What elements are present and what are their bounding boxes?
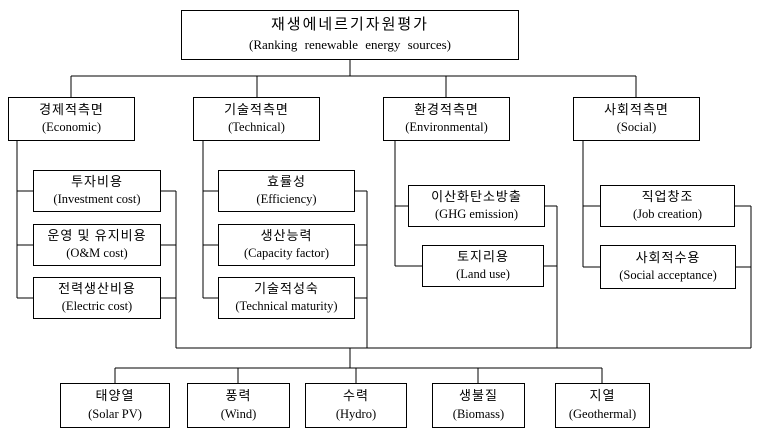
alternative-geothermal-box: 지열 (Geothermal) <box>555 383 650 428</box>
alternative-hydro-box: 수력 (Hydro) <box>305 383 407 428</box>
label-en: (Job creation) <box>632 207 703 222</box>
subcriterion-ghg-emission-box: 이산화탄소방출 (GHG emission) <box>408 185 545 227</box>
label-ko: 사회적측면 <box>604 101 669 117</box>
label-ko: 환경적측면 <box>414 101 479 117</box>
alternative-solar-pv-box: 태양열 (Solar PV) <box>60 383 170 428</box>
alternative-biomass-box: 생불질 (Biomass) <box>432 383 525 428</box>
label-ko: 효률성 <box>267 173 306 189</box>
label-ko: 토지리용 <box>457 248 509 264</box>
subcriterion-capacity-factor-box: 생산능력 (Capacity factor) <box>218 224 355 266</box>
label-en: (Investment cost) <box>53 192 141 207</box>
label-en: (Economic) <box>41 120 101 135</box>
subcriterion-electric-cost-box: 전력생산비용 (Electric cost) <box>33 277 161 319</box>
label-ko: 재생에네르기자원평가 <box>270 17 429 34</box>
criterion-social-box: 사회적측면 (Social) <box>573 97 700 141</box>
label-en: (GHG emission) <box>435 207 518 222</box>
root-goal-box: 재생에네르기자원평가 (Ranking renewable energy sou… <box>181 10 519 60</box>
label-ko: 전력생산비용 <box>58 280 136 296</box>
subcriterion-investment-cost-box: 투자비용 (Investment cost) <box>33 170 161 212</box>
subcriterion-technical-maturity-box: 기술적성숙 (Technical maturity) <box>218 277 355 319</box>
label-en: (Capacity factor) <box>243 246 330 261</box>
label-en: (O&M cost) <box>66 246 128 261</box>
label-en: (Efficiency) <box>256 192 317 207</box>
label-ko: 지열 <box>589 388 616 404</box>
label-en: (Ranking renewable energy sources) <box>249 37 451 53</box>
label-en: (Electric cost) <box>61 299 133 314</box>
label-en: (Land use) <box>456 267 510 282</box>
label-ko: 운영 및 유지비용 <box>47 227 147 243</box>
label-ko: 수력 <box>343 388 369 404</box>
label-en: (Technical) <box>228 120 285 135</box>
label-en: (Biomass) <box>452 406 505 421</box>
label-en: (Hydro) <box>335 406 377 421</box>
label-en: (Geothermal) <box>568 406 637 421</box>
subcriterion-job-creation-box: 직업창조 (Job creation) <box>600 185 735 227</box>
criterion-technical-box: 기술적측면 (Technical) <box>193 97 320 141</box>
label-ko: 이산화탄소방출 <box>431 188 522 204</box>
label-ko: 기술적측면 <box>224 101 289 117</box>
label-ko: 사회적수용 <box>635 249 701 265</box>
label-ko: 직업창조 <box>641 188 694 204</box>
subcriterion-om-cost-box: 운영 및 유지비용 (O&M cost) <box>33 224 161 266</box>
label-en: (Social acceptance) <box>619 268 717 283</box>
subcriterion-land-use-box: 토지리용 (Land use) <box>422 245 544 287</box>
subcriterion-efficiency-box: 효률성 (Efficiency) <box>218 170 355 212</box>
label-en: (Environmental) <box>405 120 488 135</box>
label-en: (Wind) <box>220 406 257 421</box>
label-ko: 경제적측면 <box>39 101 104 117</box>
criterion-environmental-box: 환경적측면 (Environmental) <box>383 97 510 141</box>
label-ko: 태양열 <box>95 388 135 404</box>
label-en: (Technical maturity) <box>235 299 338 314</box>
label-ko: 생산능력 <box>260 227 313 243</box>
label-en: (Social) <box>616 120 657 135</box>
connector-path <box>16 60 752 383</box>
label-ko: 투자비용 <box>71 173 123 189</box>
label-ko: 생불질 <box>459 388 498 404</box>
label-ko: 기술적성숙 <box>254 280 319 296</box>
subcriterion-social-acceptance-box: 사회적수용 (Social acceptance) <box>600 245 736 289</box>
label-en: (Solar PV) <box>88 406 142 421</box>
criterion-economic-box: 경제적측면 (Economic) <box>8 97 135 141</box>
label-ko: 풍력 <box>225 388 252 404</box>
alternative-wind-box: 풍력 (Wind) <box>187 383 290 428</box>
